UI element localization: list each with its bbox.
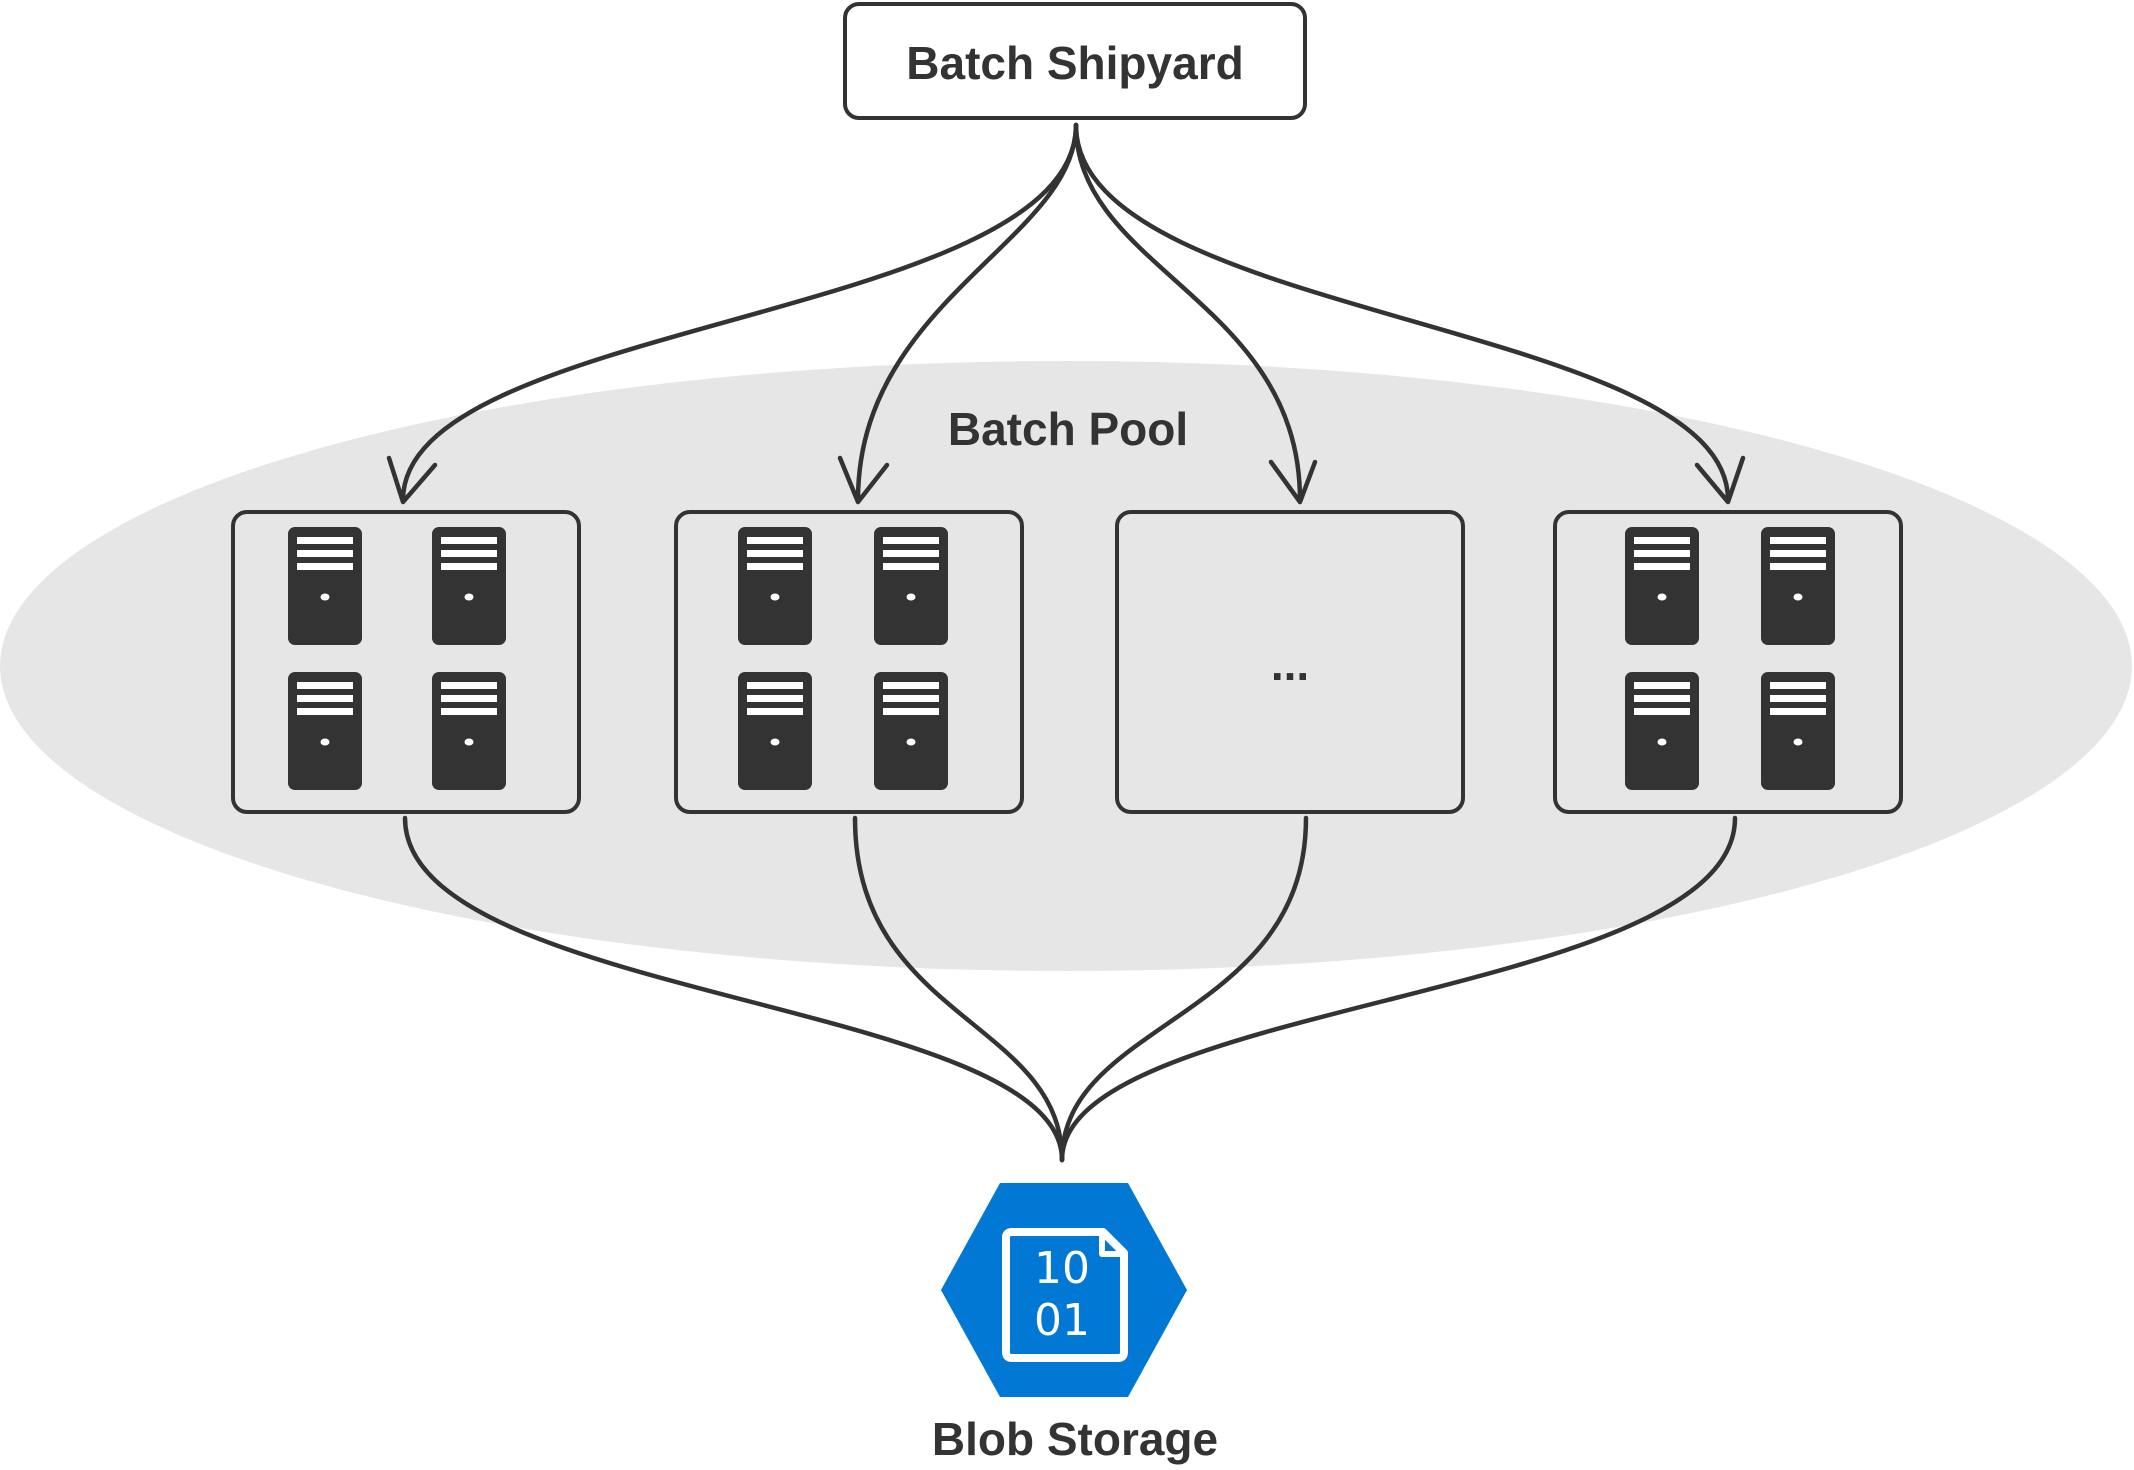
compute-node-3: ... (1115, 510, 1465, 814)
arrowhead-node-3 (1268, 459, 1318, 505)
server-icon (1761, 672, 1835, 790)
server-icon (1625, 672, 1699, 790)
compute-node-4 (1553, 510, 1903, 814)
blob-storage-label: Blob Storage (932, 1413, 1218, 1465)
server-icon (738, 527, 812, 645)
server-icon (288, 527, 362, 645)
server-icon (1625, 527, 1699, 645)
batch-shipyard-label: Batch Shipyard (906, 37, 1243, 89)
batch-pool-label: Batch Pool (948, 403, 1188, 455)
server-icon (1761, 527, 1835, 645)
server-icon (432, 672, 506, 790)
blob-icon-binary-bottom: 01 (1034, 1295, 1090, 1346)
link-node-3-storage (1059, 815, 1309, 1163)
blob-icon-binary-top: 10 (1034, 1243, 1090, 1294)
blob-storage-icon: 10 01 (941, 1183, 1187, 1397)
arrowhead-node-2 (837, 455, 890, 505)
server-icon (288, 672, 362, 790)
arrow-to-node-1 (400, 122, 1079, 503)
link-node-1-storage (402, 815, 1065, 1163)
arrow-to-node-4 (1073, 122, 1731, 503)
dispatch-arrows (386, 122, 1746, 505)
arrowhead-node-4 (1694, 455, 1746, 505)
arrow-to-node-3 (1073, 122, 1303, 503)
link-node-2-storage (852, 815, 1065, 1163)
server-icon (432, 527, 506, 645)
batch-shipyard-node: Batch Shipyard (843, 2, 1307, 120)
compute-node-2 (674, 510, 1024, 814)
server-icon (874, 672, 948, 790)
compute-node-1 (231, 510, 581, 814)
link-node-4-storage (1059, 815, 1738, 1163)
server-icon (738, 672, 812, 790)
arrowhead-node-1 (386, 455, 438, 505)
storage-links (402, 815, 1738, 1163)
arrow-to-node-2 (855, 122, 1079, 503)
more-nodes-ellipsis: ... (1271, 638, 1309, 690)
server-icon (874, 527, 948, 645)
